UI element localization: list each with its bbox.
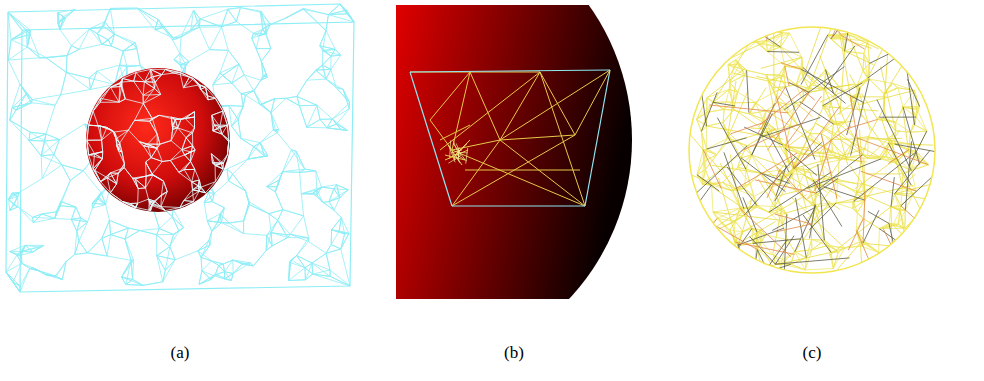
mesh-edge xyxy=(452,140,500,206)
mesh-edge xyxy=(452,150,585,206)
mesh-edge xyxy=(500,135,575,140)
boundary-edge xyxy=(585,70,610,206)
refined-edge xyxy=(466,148,468,164)
refined-edge xyxy=(455,154,460,163)
mesh-edge xyxy=(500,72,540,140)
boundary-edge xyxy=(410,72,452,206)
panel-label: (a) xyxy=(171,343,190,363)
mesh-edge xyxy=(540,72,585,206)
refined-edge xyxy=(450,140,451,158)
disk-mesh-edges xyxy=(698,9,936,277)
boundary-edge xyxy=(410,70,610,72)
cube-mesh-panel xyxy=(6,4,354,292)
refined-edge xyxy=(458,147,460,158)
disk-mesh xyxy=(663,0,972,337)
mesh-edge xyxy=(452,135,575,206)
mesh-edge xyxy=(440,125,470,140)
tetra-mesh xyxy=(410,70,610,206)
sphere-surface-zoom xyxy=(396,5,636,299)
panel-label: (c) xyxy=(803,343,822,363)
boundary-edge xyxy=(452,205,585,206)
refined-edge xyxy=(451,150,462,153)
cube-outline xyxy=(6,4,354,292)
disk-mesh-edges xyxy=(663,10,972,338)
cube-mesh-edges xyxy=(6,4,354,292)
mesh-edge xyxy=(455,140,470,155)
disk-mesh-panel xyxy=(663,0,972,337)
panel-label: (b) xyxy=(504,343,524,363)
mesh-edge xyxy=(575,70,610,135)
mesh-edge xyxy=(500,70,610,140)
red-sphere xyxy=(86,68,230,212)
disk-outline xyxy=(689,27,935,273)
refined-edge xyxy=(460,152,468,153)
sphere-mesh xyxy=(87,69,229,210)
mesh-edge xyxy=(465,170,580,171)
mesh-edge xyxy=(430,72,470,120)
mesh-edge xyxy=(540,72,575,135)
cube-mesh xyxy=(6,4,354,292)
sphere-mesh-edges xyxy=(87,69,229,210)
mesh-edge xyxy=(500,140,585,206)
mesh-edge xyxy=(470,72,500,140)
disk-mesh-edges xyxy=(689,0,947,295)
zoom-panel xyxy=(396,5,636,299)
